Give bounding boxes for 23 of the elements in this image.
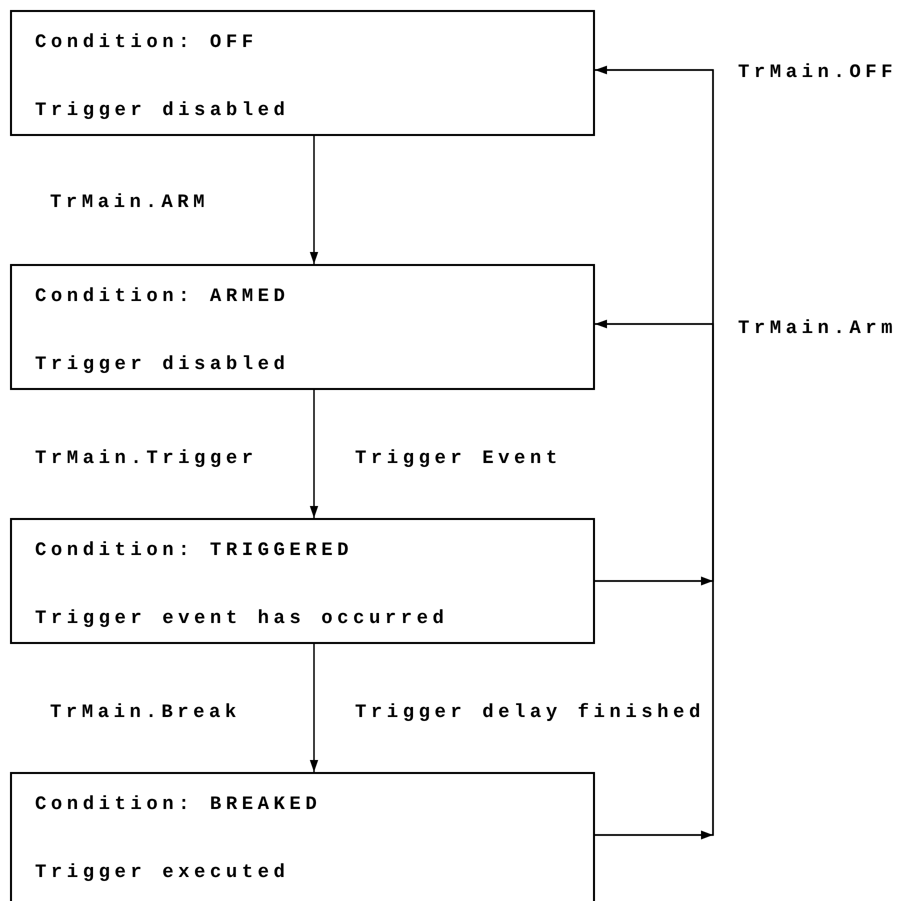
transition-label: TrMain.ARM bbox=[50, 191, 210, 213]
transition-label: Trigger delay finished bbox=[355, 701, 705, 723]
transition-label: TrMain.Break bbox=[50, 701, 241, 723]
state-description: Trigger executed bbox=[35, 861, 290, 883]
state-box bbox=[10, 518, 595, 644]
state-box bbox=[10, 264, 595, 390]
transition-label: Trigger Event bbox=[355, 447, 562, 469]
state-title: Condition: ARMED bbox=[35, 285, 290, 307]
state-box bbox=[10, 10, 595, 136]
state-description: Trigger disabled bbox=[35, 99, 290, 121]
state-title: Condition: BREAKED bbox=[35, 793, 322, 815]
state-description: Trigger event has occurred bbox=[35, 607, 448, 629]
arrow bbox=[595, 320, 714, 836]
transition-label: TrMain.Trigger bbox=[35, 447, 258, 469]
arrow bbox=[310, 136, 318, 264]
transition-label: TrMain.OFF bbox=[738, 61, 898, 83]
arrow bbox=[310, 644, 318, 772]
state-title: Condition: TRIGGERED bbox=[35, 539, 354, 561]
state-box bbox=[10, 772, 595, 901]
state-description: Trigger disabled bbox=[35, 353, 290, 375]
transition-label: TrMain.Arm bbox=[738, 317, 898, 339]
arrow bbox=[310, 390, 318, 518]
state-title: Condition: OFF bbox=[35, 31, 258, 53]
